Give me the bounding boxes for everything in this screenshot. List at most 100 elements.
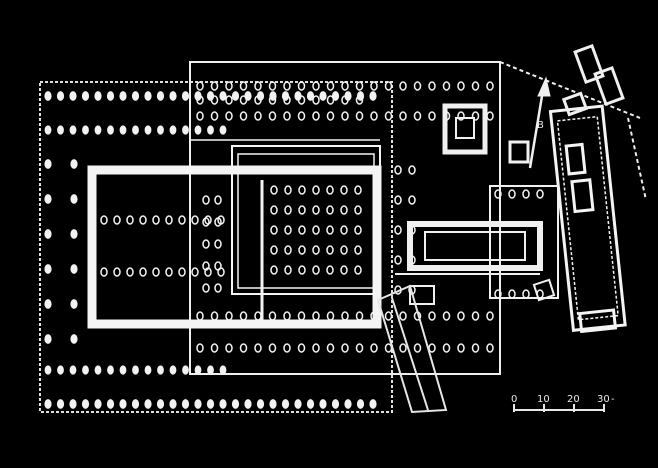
column [356,399,365,409]
column [270,205,278,215]
central-enclosure [87,139,382,329]
column [326,343,335,353]
column [194,365,202,375]
column [284,265,292,275]
column [225,343,233,353]
column [399,81,407,91]
column [169,91,177,101]
column [70,299,78,309]
column [182,365,189,375]
column [94,125,102,135]
column [210,95,219,105]
scale-bar: 0 10 20 30 - [511,394,615,412]
column [178,267,186,277]
column [312,205,320,215]
gateway-step [578,308,618,334]
column [57,125,64,135]
column [319,399,327,409]
column [471,343,480,353]
column [312,311,320,321]
column [486,81,494,91]
column [284,205,292,215]
column [284,185,292,195]
column [283,311,291,321]
column [156,91,165,101]
column [319,91,327,101]
column [156,399,165,409]
column [457,343,465,353]
column [457,81,465,91]
column [413,81,422,91]
column [239,95,248,105]
column [210,81,219,91]
column [370,311,378,321]
column [384,111,393,121]
column [239,111,248,121]
column [239,81,248,91]
ramp-centre-line [391,297,429,411]
column [298,245,306,255]
column [69,399,77,409]
column [106,91,115,101]
column [157,365,164,375]
column [471,111,480,121]
column [254,95,262,105]
corner-towers [561,43,625,117]
column [306,399,315,409]
column [191,215,199,225]
column [210,111,219,121]
perimeter-dashed-line [627,117,647,201]
column [312,343,320,353]
column [340,245,348,255]
column [225,111,233,121]
column [298,265,306,275]
gateway-structure [548,104,627,334]
column [268,111,277,121]
column [225,95,233,105]
column [428,81,436,91]
column [283,81,291,91]
column [341,111,349,121]
column [178,215,186,225]
column [157,125,164,135]
column [297,343,306,353]
column [399,343,407,353]
column [428,111,436,121]
column [254,81,262,91]
column [256,91,265,101]
column [69,125,77,135]
column [144,91,152,101]
column [369,91,377,101]
column [70,159,78,169]
scale-label-30: 30 [597,394,610,405]
column [194,125,202,135]
gateway-pier [564,142,587,176]
column [294,91,302,101]
column [165,267,173,277]
column [132,365,139,375]
column [297,111,306,121]
column [81,91,90,101]
column [508,289,516,299]
column [119,365,127,375]
column [294,399,302,409]
column [126,215,134,225]
scale-label-suffix: - [611,394,615,405]
column [196,343,204,353]
column [214,283,222,293]
column [214,195,222,205]
column [284,245,292,255]
column [326,95,335,105]
north-arrow-shaft [528,89,545,169]
column [191,267,199,277]
column [471,81,480,91]
column [326,265,334,275]
column [370,111,378,121]
column [225,311,233,321]
column [486,343,494,353]
column [298,225,306,235]
column [254,111,262,121]
column [225,81,233,91]
column [442,81,451,91]
